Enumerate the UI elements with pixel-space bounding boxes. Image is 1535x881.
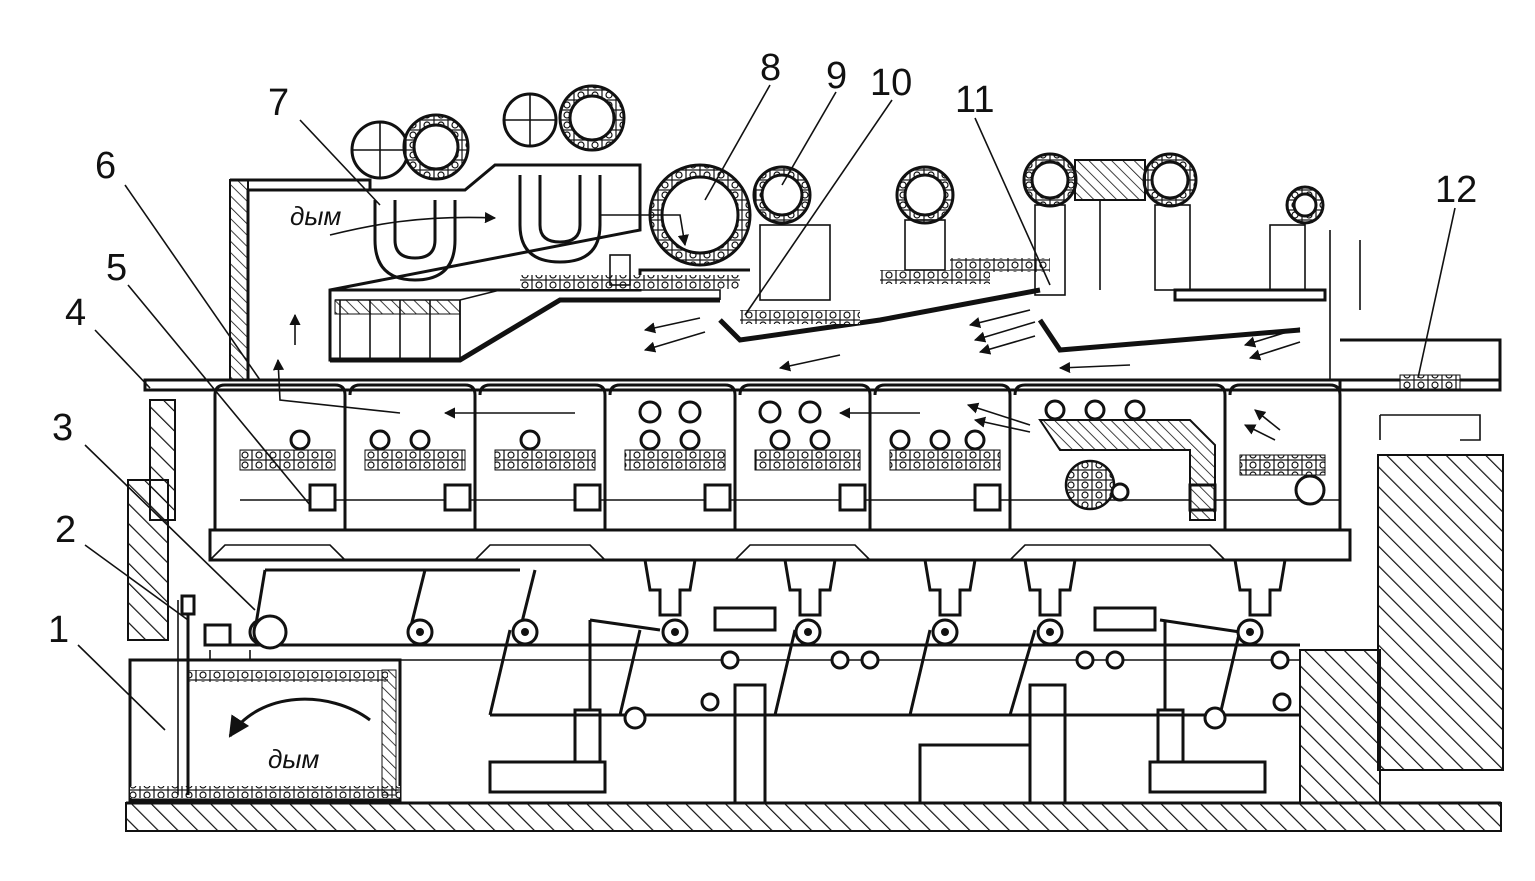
foundation — [125, 399, 1504, 832]
lower-smoke-flue — [128, 594, 402, 802]
right-burner-unit — [1038, 419, 1326, 521]
callout-7: 7 — [268, 82, 289, 124]
chamber-frames — [213, 383, 1342, 530]
burner-groups — [289, 399, 1146, 451]
smoke-label-top: дым — [290, 201, 342, 231]
top-hood — [229, 84, 1502, 441]
callout-12: 12 — [1435, 169, 1477, 211]
callout-6: 6 — [95, 145, 116, 187]
callout-9: 9 — [826, 55, 847, 97]
callout-11: 11 — [955, 79, 994, 121]
pivot-wheels — [248, 618, 1292, 730]
callout-8: 8 — [760, 47, 781, 89]
callout-5: 5 — [106, 247, 127, 289]
lower-manifold — [240, 483, 1340, 512]
flow-arrows — [272, 212, 1301, 441]
callout-numbers: 1 2 3 4 5 6 7 8 9 10 11 12 — [48, 47, 1477, 651]
hoppers — [643, 559, 1287, 617]
leader-lines — [77, 84, 1456, 731]
carriage-wheels — [720, 650, 1290, 670]
callout-2: 2 — [55, 509, 76, 551]
callout-4: 4 — [65, 292, 86, 334]
smoke-label-bottom: дым — [268, 744, 320, 774]
machine-body — [143, 378, 1502, 562]
pallet-rows — [239, 449, 1326, 476]
callout-3: 3 — [52, 407, 73, 449]
callout-1: 1 — [48, 609, 69, 651]
collector-pipes — [350, 84, 1325, 267]
callout-10: 10 — [870, 62, 912, 104]
lower-drive-structure — [203, 559, 1300, 805]
